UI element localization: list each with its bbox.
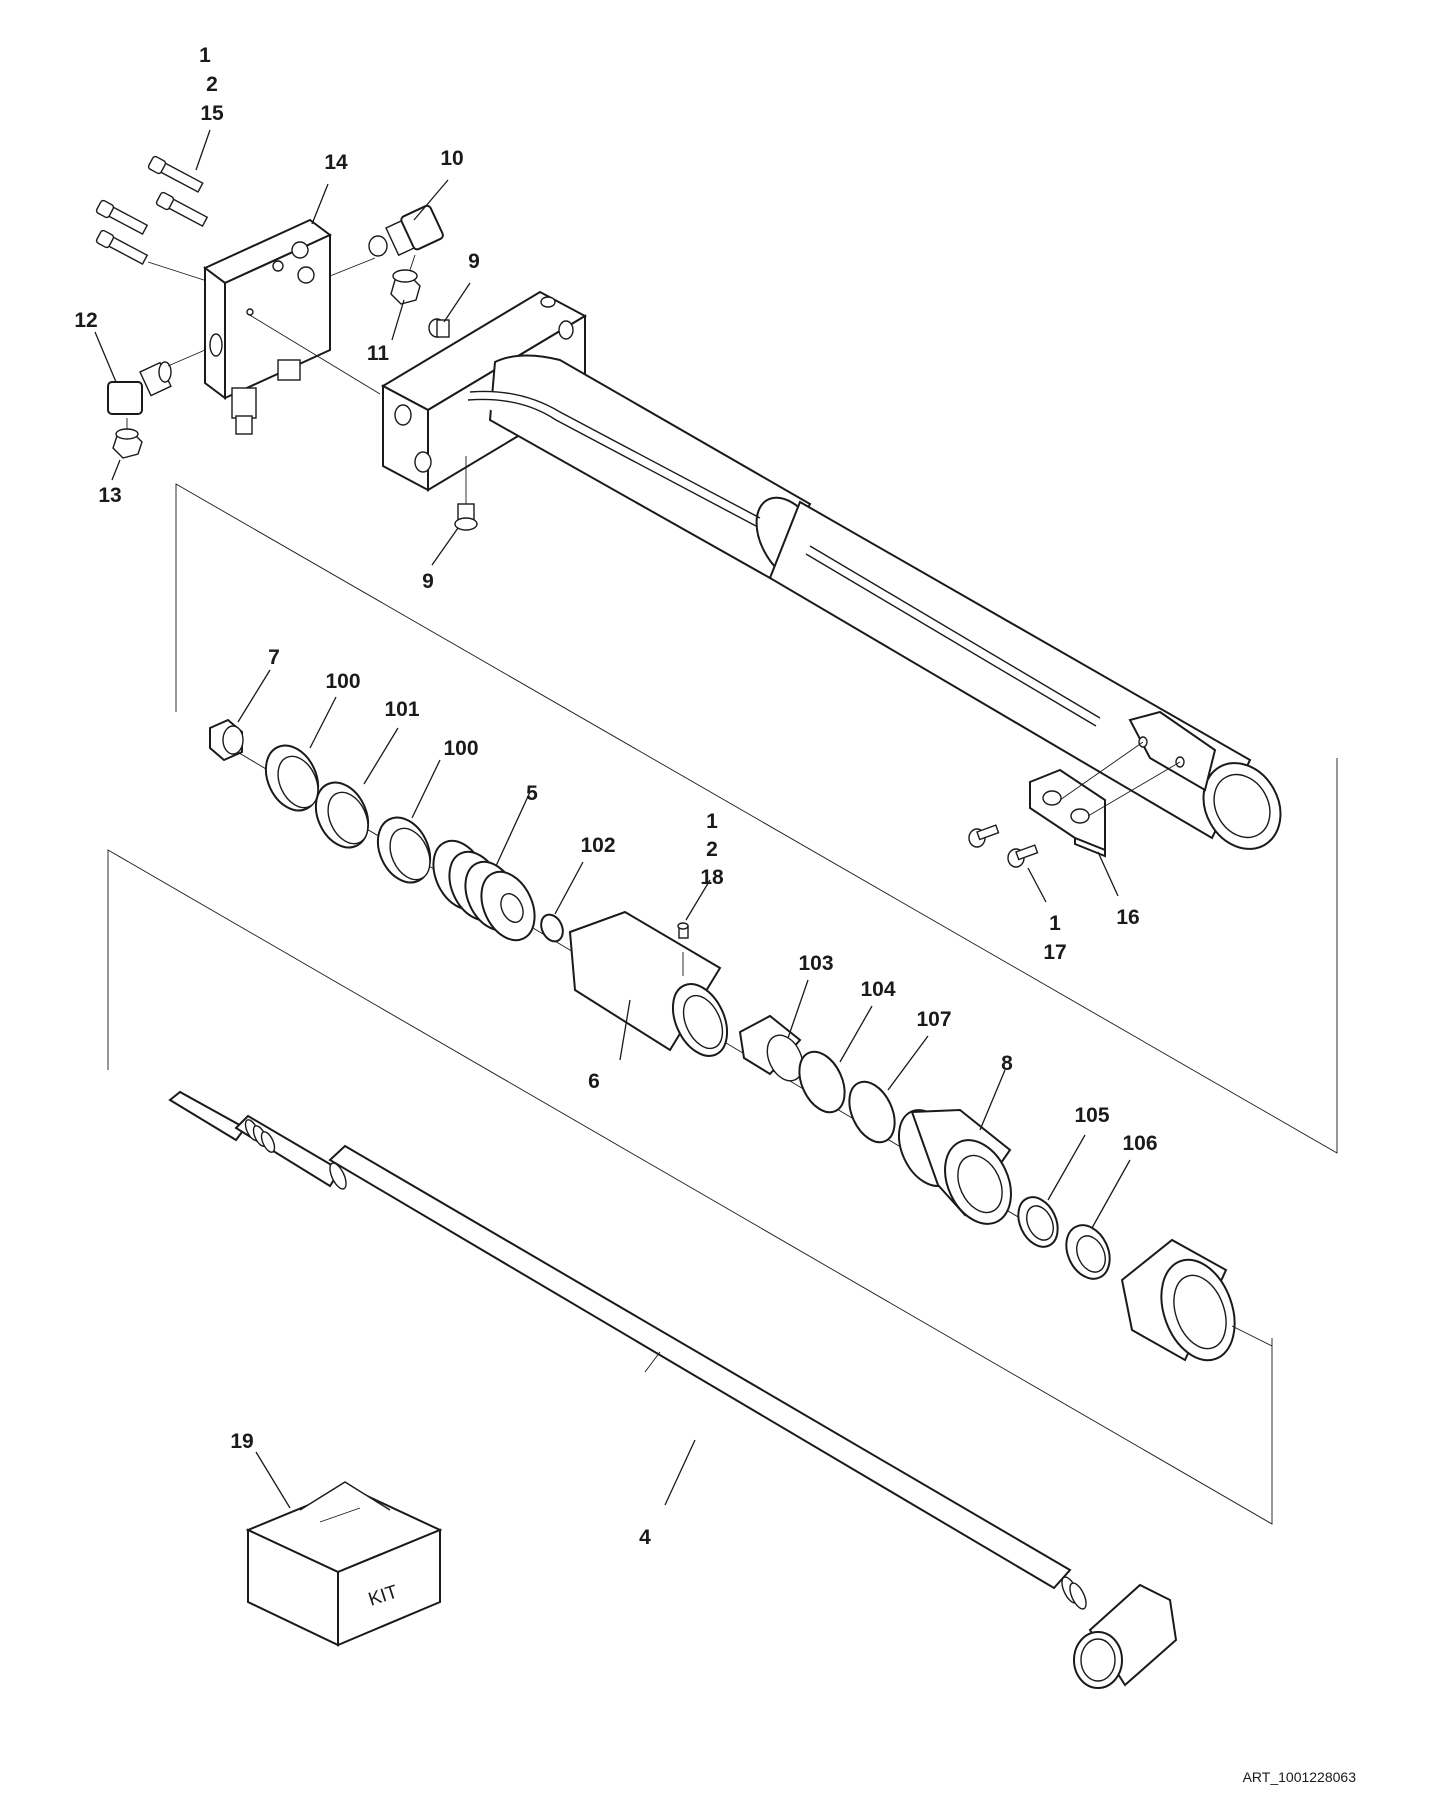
plug-icon xyxy=(428,318,450,338)
callout-number: 15 xyxy=(200,102,224,125)
seal-ring-icon xyxy=(1017,1196,1059,1248)
callout-number: 13 xyxy=(98,484,121,507)
seal-ring-icon xyxy=(798,1050,846,1114)
callout-number: 9 xyxy=(468,250,480,273)
o-ring-icon xyxy=(540,913,564,943)
callout-number: 11 xyxy=(367,342,390,365)
callout-number: 18 xyxy=(700,866,724,889)
wear-ring-icon xyxy=(376,816,432,884)
piston-icon xyxy=(432,839,536,942)
callout-number: 103 xyxy=(798,952,833,975)
callout-number: 14 xyxy=(324,151,348,174)
leader-lines xyxy=(94,129,1131,1509)
callout-number: 101 xyxy=(384,698,419,721)
hex-nut-icon xyxy=(112,428,143,459)
bracket-plate xyxy=(1029,768,1106,858)
callout-group-bolts: 1 2 15 xyxy=(199,44,224,125)
end-cap-icon xyxy=(1120,1238,1236,1362)
elbow-fitting-icon xyxy=(107,361,172,415)
callout-number: 100 xyxy=(443,737,478,760)
callout-number: 16 xyxy=(1116,906,1139,929)
wear-ring-icon xyxy=(264,744,320,812)
screw-icon xyxy=(968,824,1000,848)
plug-icon xyxy=(454,503,478,531)
callout-number: 102 xyxy=(580,834,615,857)
callout-number: 8 xyxy=(1001,1052,1013,1075)
callout-number: 7 xyxy=(268,646,280,669)
callout-number: 1 xyxy=(1049,912,1061,935)
manifold-block xyxy=(203,218,332,435)
callout-number: 107 xyxy=(916,1008,951,1031)
cylinder-barrel xyxy=(380,290,1282,850)
callout-number: 100 xyxy=(325,670,360,693)
head-gland-icon xyxy=(897,1108,1012,1225)
seal-ring-icon xyxy=(848,1080,896,1144)
callout-number: 4 xyxy=(639,1526,651,1549)
bolt-icon xyxy=(147,155,204,193)
hex-nut-icon xyxy=(390,269,421,305)
callout-number: 2 xyxy=(206,73,218,96)
elbow-fitting-icon xyxy=(368,204,444,257)
setscrew-icon xyxy=(677,922,689,939)
bolt-icon xyxy=(95,229,149,266)
callout-number: 2 xyxy=(706,838,718,861)
callout-group-screws: 1 17 xyxy=(1043,912,1066,964)
callout-number: 12 xyxy=(74,309,97,332)
piston-rod xyxy=(168,1090,1178,1689)
callout-number: 1 xyxy=(706,810,718,833)
wiper-ring-icon xyxy=(1065,1224,1111,1280)
bolt-icon xyxy=(95,199,149,236)
callout-group-setscrew: 1 2 18 xyxy=(700,810,724,889)
lock-nut-icon xyxy=(209,718,244,762)
screw-icon xyxy=(1007,844,1039,868)
callout-number: 1 xyxy=(199,44,211,67)
assembly-outline-upper xyxy=(175,483,1338,1154)
art-reference-number: ART_1001228063 xyxy=(1243,1769,1357,1785)
assembly-outline-lower xyxy=(107,849,1273,1525)
callout-number: 17 xyxy=(1043,941,1066,964)
callout-number: 9 xyxy=(422,570,434,593)
callout-number: 6 xyxy=(588,1070,600,1093)
callout-number: 104 xyxy=(860,978,895,1001)
callout-number: 5 xyxy=(526,782,538,805)
seal-ring-icon xyxy=(314,781,370,849)
callout-number: 106 xyxy=(1122,1132,1157,1155)
bolt-icon xyxy=(155,191,209,228)
callout-number: 105 xyxy=(1074,1104,1109,1127)
callout-number: 19 xyxy=(230,1430,253,1453)
bushing-icon xyxy=(738,1014,804,1082)
spacer-tube-icon xyxy=(568,910,729,1057)
callout-number: 10 xyxy=(440,147,463,170)
kit-box-icon xyxy=(245,1481,443,1647)
